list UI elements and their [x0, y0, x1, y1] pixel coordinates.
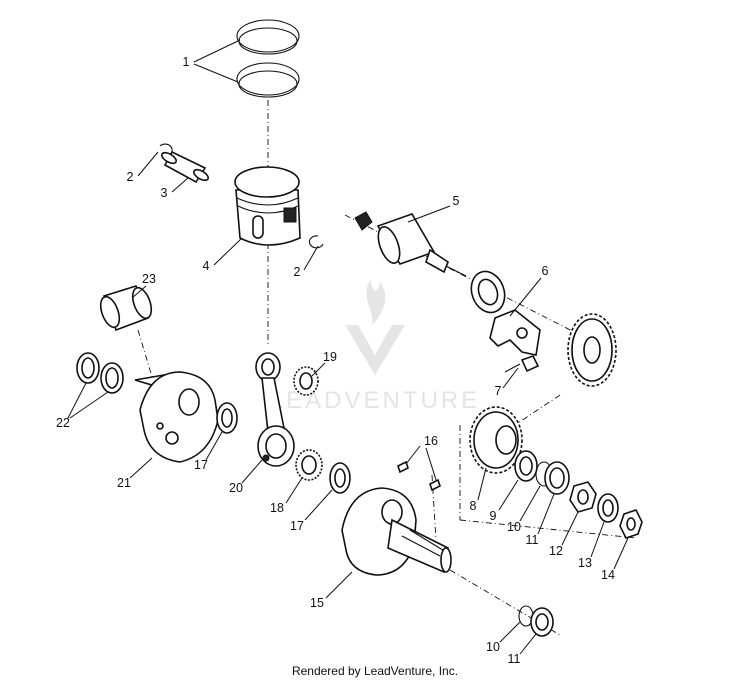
circlip-right — [308, 235, 324, 249]
callout-22: 22 — [56, 416, 70, 430]
bolt — [504, 355, 540, 373]
crank-half-left — [134, 371, 219, 463]
output-shaft — [354, 211, 467, 277]
callout-7: 7 — [495, 384, 502, 398]
washer-13 — [597, 493, 619, 523]
leader-lines — [67, 39, 629, 655]
callout-1: 1 — [183, 55, 190, 69]
callout-13: 13 — [578, 556, 592, 570]
small-end-bearing — [293, 366, 319, 396]
callout-17: 17 — [194, 458, 208, 472]
callout-2: 2 — [294, 265, 301, 279]
crank-pin — [99, 285, 153, 332]
drive-gear-upper — [567, 313, 617, 387]
piston-pin — [160, 150, 210, 184]
main-bearing — [470, 270, 506, 314]
callout-6: 6 — [542, 264, 549, 278]
callout-23: 23 — [142, 272, 156, 286]
callout-15: 15 — [310, 596, 324, 610]
callout-9: 9 — [490, 509, 497, 523]
callout-12: 12 — [549, 544, 563, 558]
thrust-washer-17b — [329, 462, 351, 494]
big-end-bearing — [295, 449, 323, 481]
callout-10: 10 — [486, 640, 500, 654]
oil-seal-22b — [100, 362, 124, 394]
callout-14: 14 — [601, 568, 615, 582]
callout-11: 11 — [508, 652, 521, 666]
crank-half-right — [341, 487, 452, 576]
callout-3: 3 — [161, 186, 168, 200]
seal-11-lower — [530, 607, 554, 637]
callout-5: 5 — [453, 194, 460, 208]
connecting-rod — [255, 352, 295, 467]
nut-14 — [619, 509, 643, 539]
callout-2: 2 — [127, 170, 134, 184]
callout-21: 21 — [117, 476, 131, 490]
nut-12 — [569, 481, 597, 513]
callout-19: 19 — [323, 350, 337, 364]
callout-20: 20 — [229, 481, 243, 495]
callout-16: 16 — [424, 434, 438, 448]
seal-11 — [544, 461, 570, 495]
callout-4: 4 — [203, 259, 210, 273]
piston-rings — [236, 19, 300, 98]
footer-credit: Rendered by LeadVenture, Inc. — [291, 664, 459, 678]
callout-18: 18 — [270, 501, 284, 515]
piston — [234, 166, 301, 246]
callout-11: 11 — [526, 533, 539, 547]
callout-17: 17 — [290, 519, 304, 533]
bearing-retainer-plate — [489, 309, 541, 356]
washer-9 — [514, 450, 538, 482]
oil-seal-22a — [76, 352, 100, 384]
woodruff-keys — [397, 460, 441, 492]
callout-10: 10 — [507, 520, 521, 534]
callout-8: 8 — [470, 499, 477, 513]
drive-gear-lower — [469, 406, 523, 474]
thrust-washer-17a — [216, 402, 238, 434]
